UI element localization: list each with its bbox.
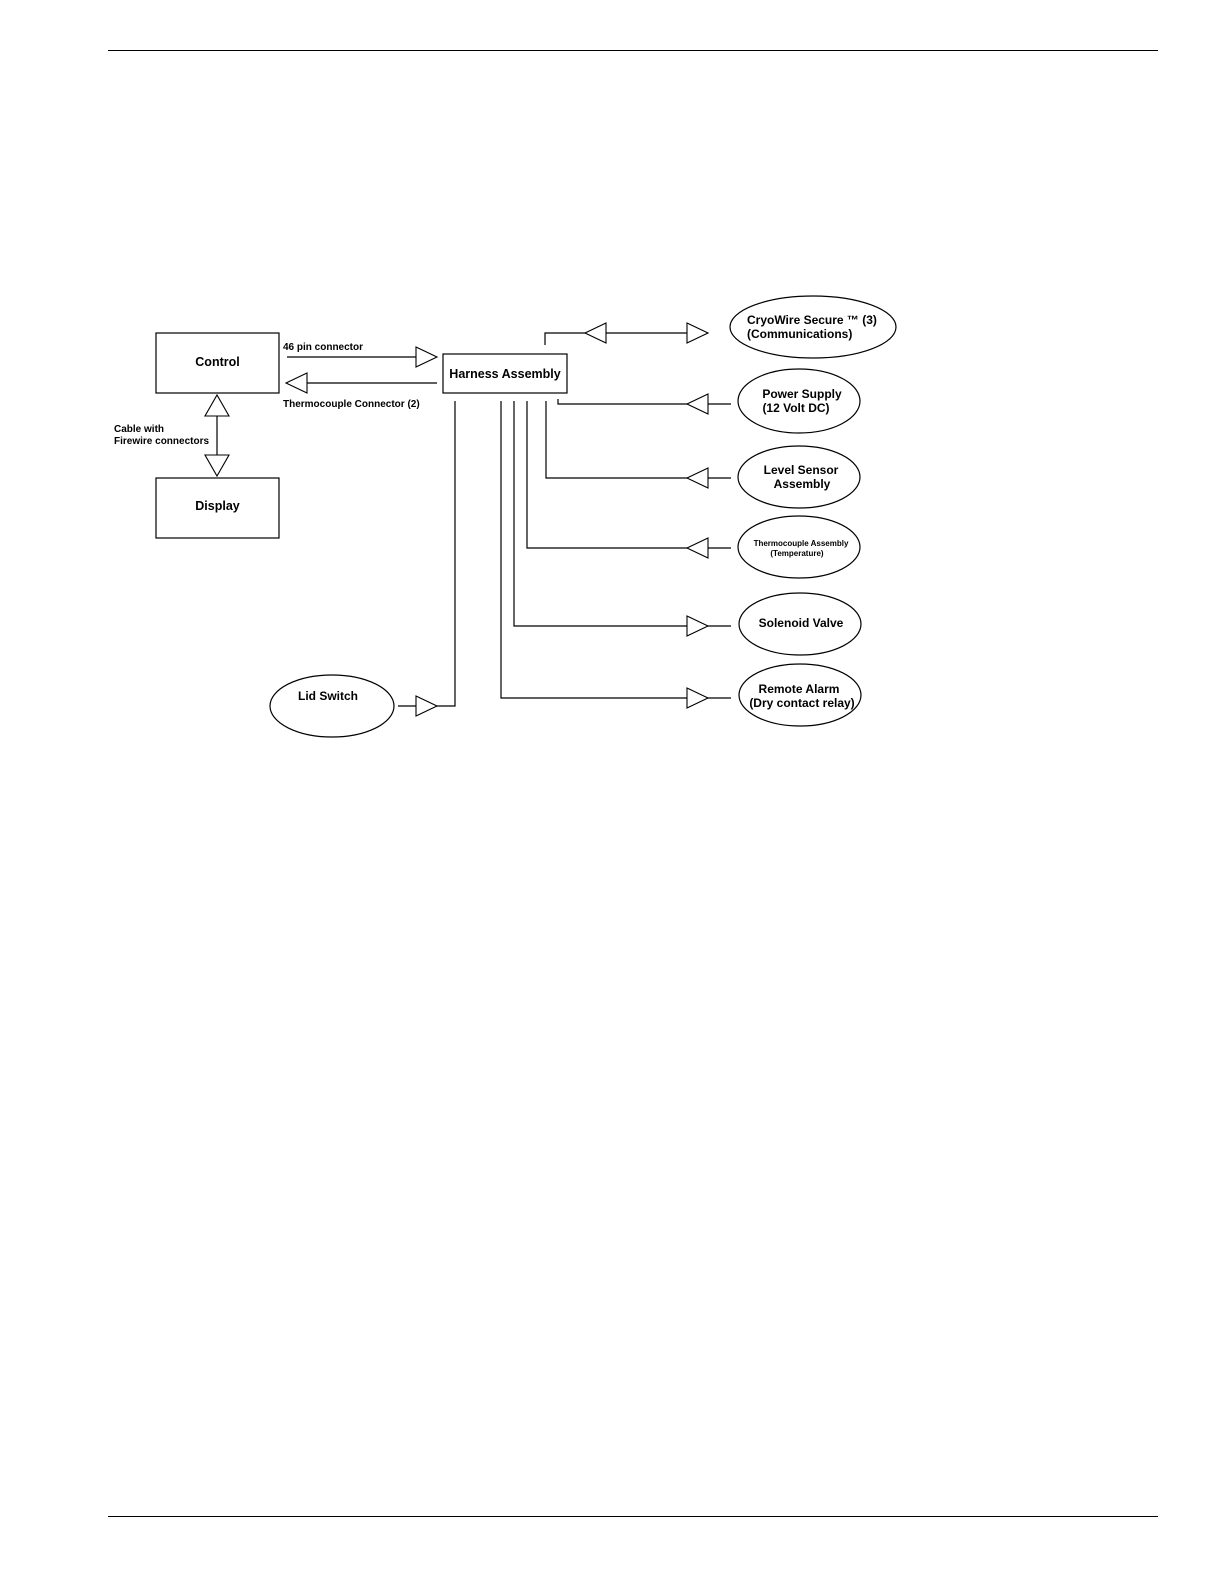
control-box: Control [156, 333, 279, 393]
thermocouple-connector-arrow [286, 373, 437, 393]
power-supply-link [558, 394, 731, 414]
lid-switch-label: Lid Switch [298, 689, 358, 703]
remote-alarm-node: Remote Alarm (Dry contact relay) [739, 664, 861, 726]
power-supply-label-line2: (12 Volt DC) [762, 401, 829, 415]
cable-label-line2: Firewire connectors [114, 436, 209, 447]
lid-switch-node: Lid Switch [270, 675, 394, 737]
level-sensor-label-line1: Level Sensor [764, 463, 839, 477]
cryowire-label-line1: CryoWire Secure ™ (3) [747, 313, 877, 327]
cable-label-line1: Cable with [114, 424, 164, 435]
display-label: Display [195, 499, 240, 513]
control-label: Control [195, 355, 239, 369]
remote-alarm-label-line2: (Dry contact relay) [749, 696, 854, 710]
solenoid-valve-node: Solenoid Valve [739, 593, 861, 655]
cryowire-label-line2: (Communications) [747, 327, 852, 341]
level-sensor-label-line2: Assembly [774, 477, 831, 491]
level-sensor-link [546, 401, 731, 488]
lid-switch-link [398, 401, 455, 716]
harness-assembly-label: Harness Assembly [449, 367, 560, 381]
solenoid-valve-label: Solenoid Valve [759, 616, 844, 630]
harness-assembly-box: Harness Assembly [443, 354, 567, 393]
remote-alarm-label-line1: Remote Alarm [759, 682, 840, 696]
power-supply-node: Power Supply (12 Volt DC) [738, 369, 860, 433]
thermocouple-assembly-node: Thermocouple Assembly (Temperature) [738, 516, 860, 578]
thermocouple-connector-label: Thermocouple Connector (2) [283, 399, 420, 410]
level-sensor-node: Level Sensor Assembly [738, 446, 860, 508]
remote-alarm-link [501, 401, 731, 708]
display-box: Display [156, 478, 279, 538]
thermocouple-assembly-label-line2: (Temperature) [770, 549, 824, 558]
thermocouple-assembly-label-line1: Thermocouple Assembly [754, 539, 849, 548]
power-supply-label-line1: Power Supply [762, 387, 842, 401]
connector-46-pin-label: 46 pin connector [283, 342, 363, 353]
cryowire-node: CryoWire Secure ™ (3) (Communications) [730, 296, 896, 358]
cryowire-link [545, 323, 708, 345]
